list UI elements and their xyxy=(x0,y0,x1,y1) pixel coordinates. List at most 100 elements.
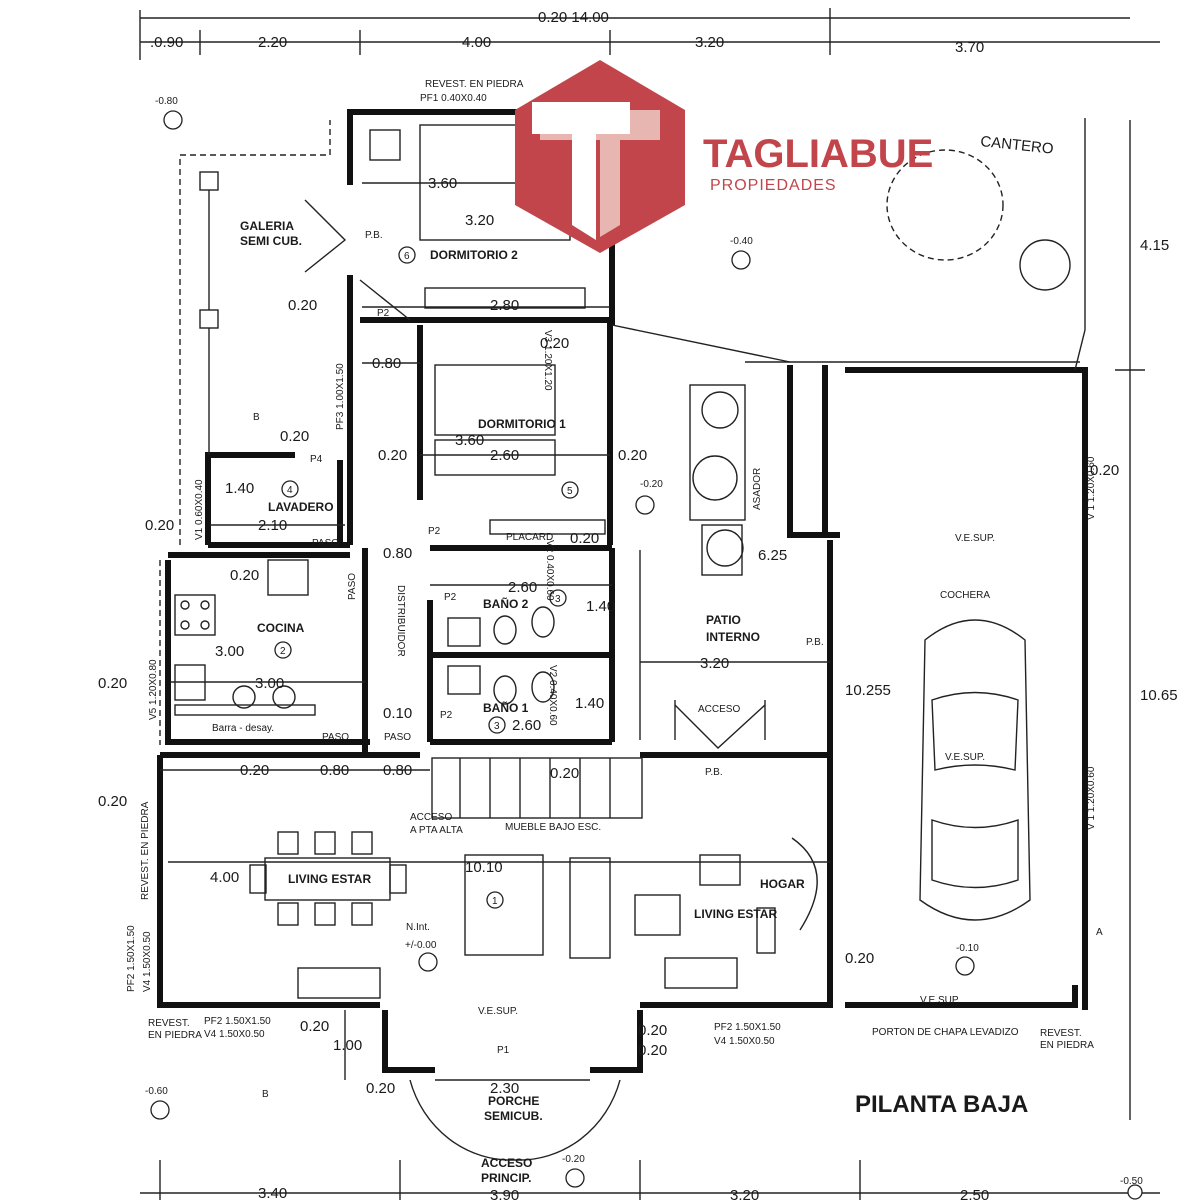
room-number-lavadero: 4 xyxy=(287,485,293,496)
label-paso-1: PASO xyxy=(312,538,339,549)
walls xyxy=(157,109,1088,1161)
label-revest-left-2: EN PIEDRA xyxy=(148,1030,202,1041)
dim-2.10: 2.10 xyxy=(258,517,287,534)
dim-0.20-a: 0.20 xyxy=(288,297,317,314)
label-porche-1: PORCHE xyxy=(488,1094,539,1108)
label-porche-2: SEMICUB. xyxy=(484,1109,543,1123)
dim-1.40-b: 1.40 xyxy=(586,598,615,615)
logo-tagline: PROPIEDADES xyxy=(710,177,837,194)
bottom-dim-2: 3.90 xyxy=(490,1187,519,1200)
label-patio: PATIO xyxy=(706,613,741,627)
dim-3.60-b: 3.60 xyxy=(455,432,484,449)
floor-level-value: +/-0.00 xyxy=(405,940,437,951)
label-interno: INTERNO xyxy=(706,630,760,644)
dim-0.20-o: 0.20 xyxy=(366,1080,395,1097)
label-v4-side: V4 1.50X0.50 xyxy=(142,931,153,992)
label-acceso-princ-2: PRINCIP. xyxy=(481,1171,531,1185)
dim-0.20-h: 0.20 xyxy=(230,567,259,584)
room-name-bano1: BAÑO 1 xyxy=(483,700,529,715)
top-dim-5: 3.70 xyxy=(955,39,984,56)
label-acceso-pta-alta-1: ACCESO xyxy=(410,812,452,823)
room-name-living: LIVING ESTAR xyxy=(694,907,777,921)
label-p1: P1 xyxy=(497,1045,510,1056)
dim-2.60-b: 2.60 xyxy=(508,579,537,596)
label-acceso-patio: ACCESO xyxy=(698,704,740,715)
label-v2-top: V2 0.40X0.60 xyxy=(544,540,555,601)
dim-0.20-n: 0.20 xyxy=(300,1018,329,1035)
dim-0.20-g: 0.20 xyxy=(570,530,599,547)
labels: GALERIA SEMI CUB. PATIO INTERNO COCHERA … xyxy=(126,79,1103,1185)
dim-0.20-j: 0.20 xyxy=(240,762,269,779)
dim-6.25: 6.25 xyxy=(758,547,787,564)
room-name-dorm1: DORMITORIO 1 xyxy=(478,417,566,431)
label-porton: PORTON DE CHAPA LEVADIZO xyxy=(872,1027,1019,1038)
label-revest-side: REVEST. EN PIEDRA xyxy=(140,801,151,900)
right-dimension-line: 4.15 10.65 xyxy=(1115,120,1178,1120)
top-dim-2: 2.20 xyxy=(258,34,287,51)
label-b-top: B xyxy=(253,412,260,423)
room-number-living: 1 xyxy=(492,896,498,907)
dim-0.80-a: 0.80 xyxy=(372,355,401,372)
dim-4.00: 4.00 xyxy=(210,869,239,886)
label-pf2-side: PF2 1.50X1.50 xyxy=(126,925,137,992)
label-paso-vertical: PASO xyxy=(347,573,358,600)
right-dim-1: 4.15 xyxy=(1140,237,1169,254)
label-b-bottom: B xyxy=(262,1089,269,1100)
tagliabue-logo: TAGLIABUE PROPIEDADES xyxy=(515,60,933,253)
label-acceso-pta-alta-2: A PTA ALTA xyxy=(410,825,463,836)
label-cantero: CANTERO xyxy=(980,133,1055,158)
living-furniture xyxy=(464,837,818,989)
inner-dimensions: 3.60 3.20 2.80 0.20 0.80 0.20 3.60 2.60 … xyxy=(98,175,1119,1097)
label-revest-right-1: REVEST. xyxy=(1040,1028,1082,1039)
room-numbers: 6 5 4 2 3 3 1 xyxy=(274,246,579,909)
label-pf3: PF3 1.00X1.50 xyxy=(335,363,346,430)
label-paso-2: PASO xyxy=(322,732,349,743)
label-p2-1: P2 xyxy=(377,308,390,319)
dim-3.00-b: 3.00 xyxy=(255,675,284,692)
label-p2-4: P2 xyxy=(440,710,453,721)
dim-0.20-r: 0.20 xyxy=(1090,462,1119,479)
bottom-dim-3: 3.20 xyxy=(730,1187,759,1200)
label-vesup-mid: V.E.SUP. xyxy=(945,752,985,763)
room-names: DORMITORIO 2 DORMITORIO 1 LAVADERO COCIN… xyxy=(257,248,777,921)
dim-1.40-a: 1.40 xyxy=(225,480,254,497)
label-revest-left-1: REVEST. xyxy=(148,1018,190,1029)
label-p4: P4 xyxy=(310,454,323,465)
label-v4-right: V4 1.50X0.50 xyxy=(714,1036,775,1047)
room-name-bano2: BAÑO 2 xyxy=(483,596,529,611)
bottom-dim-4: 2.50 xyxy=(960,1187,989,1200)
level-1: -0.80 xyxy=(155,96,178,107)
label-v1-right2: V 1 1.20X0.60 xyxy=(1086,766,1097,830)
top-dim-1: .0.90 xyxy=(150,34,183,51)
bottom-dim-1: 3.40 xyxy=(258,1185,287,1200)
dim-3.60: 3.60 xyxy=(428,175,457,192)
top-dim-3: 4.00 xyxy=(462,34,491,51)
room-name-comedor: LIVING ESTAR xyxy=(288,872,371,886)
dim-0.20-q: 0.20 xyxy=(638,1042,667,1059)
patio-lines xyxy=(611,118,1086,749)
dim-0.20-c: 0.20 xyxy=(378,447,407,464)
dim-0.80-c: 0.80 xyxy=(320,762,349,779)
room-name-cocina: COCINA xyxy=(257,621,305,635)
room-number-bano1: 3 xyxy=(494,721,500,732)
car-outline xyxy=(919,619,1031,921)
level-markers: -0.80 -0.40 -0.20 -0.10 -0.60 -0.20 -0.5… xyxy=(145,96,1143,1200)
logo-brand: TAGLIABUE xyxy=(703,132,933,176)
level-4: -0.10 xyxy=(956,943,979,954)
dim-2.30: 2.30 xyxy=(490,1080,519,1097)
room-number-bano2: 3 xyxy=(555,594,561,605)
label-pf1: PF1 0.40X0.40 xyxy=(420,93,487,104)
label-vesup-top: V.E.SUP. xyxy=(955,533,995,544)
label-v1: V1 0.60X0.40 xyxy=(194,479,205,540)
dim-0.80-b: 0.80 xyxy=(383,545,412,562)
bottom-dimension-line: 3.40 3.90 3.20 2.50 xyxy=(140,1160,1160,1200)
dim-1.40-c: 1.40 xyxy=(575,695,604,712)
dim-0.20-k: 0.20 xyxy=(550,765,579,782)
dining-table xyxy=(249,831,407,999)
label-v1-right: V 1 1.20X0.60 xyxy=(1086,456,1097,520)
label-vesup-garage: V.E.SUP. xyxy=(920,995,960,1006)
label-pb-1: P.B. xyxy=(365,230,383,241)
room-number-cocina: 2 xyxy=(280,646,286,657)
galeria-outline xyxy=(159,120,411,745)
